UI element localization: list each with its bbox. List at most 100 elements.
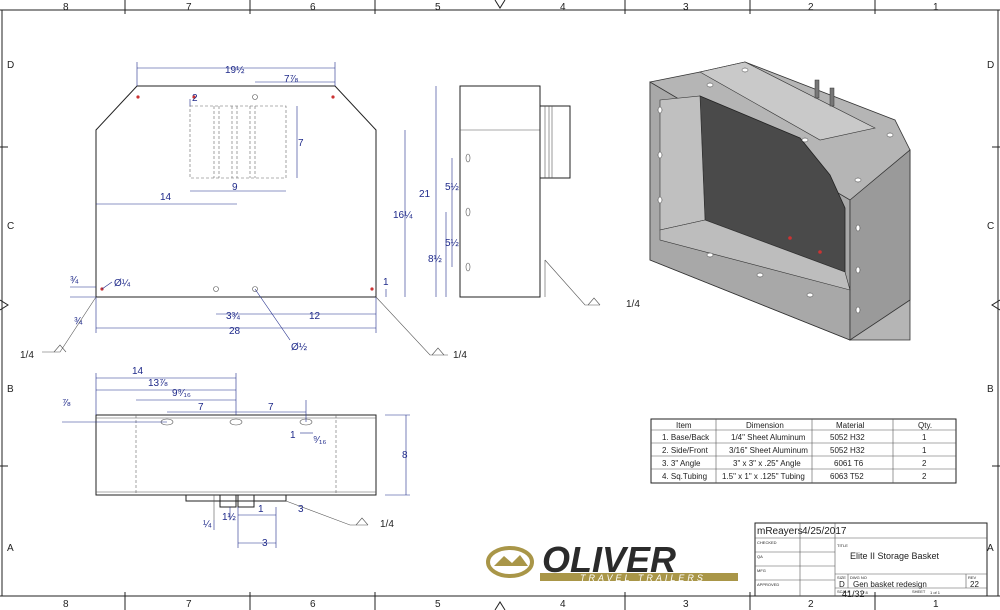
bom-header-item: Item bbox=[676, 421, 692, 430]
weld-callout-right: 1/4 bbox=[453, 350, 467, 361]
zone-col-top-4: 4 bbox=[560, 2, 566, 13]
label-rev: REV bbox=[968, 575, 977, 580]
mount-bracket-hidden bbox=[189, 105, 287, 179]
zone-col-bottom-6: 6 bbox=[310, 599, 316, 610]
weld-callout-side: 1/4 bbox=[626, 299, 640, 310]
side-bracket bbox=[539, 105, 571, 179]
dim-width-inner: 7⅞ bbox=[284, 74, 299, 85]
label-scale: SCALE bbox=[837, 589, 850, 594]
side-view: 5½ 5½ 8½ 1/4 bbox=[428, 85, 640, 310]
dim-bracket-height: 7 bbox=[298, 138, 304, 149]
zone-row-left-c: C bbox=[7, 221, 14, 232]
zone-col-top-8: 8 bbox=[63, 2, 69, 13]
dim-bottom-1b: 1 bbox=[258, 504, 264, 515]
dim-bottom-quarter: ¼ bbox=[203, 518, 212, 530]
bom-cell: 1/4" Sheet Aluminum bbox=[731, 433, 806, 442]
dim-center-14: 14 bbox=[160, 192, 172, 203]
drawing-scale: 1 / 8 bbox=[860, 590, 869, 595]
mount-hole bbox=[252, 94, 258, 100]
dim-hole-offset-12: 12 bbox=[309, 311, 321, 322]
drawing-sheet-no: 1 of 1 bbox=[930, 590, 941, 595]
dim-bottom-78: ⅞ bbox=[62, 398, 71, 409]
bom-cell: 3" x 3" x .25" Angle bbox=[733, 459, 801, 468]
bom-header-material: Material bbox=[836, 421, 865, 430]
zone-row-left-b: B bbox=[7, 384, 14, 395]
zone-row-left-a: A bbox=[7, 543, 14, 554]
bottom-view: 14 13⅞ 9⁹⁄₁₆ ⅞ 7 7 1 ⁹⁄₁₆ 8 ¼ 1½ 1 3 3 1… bbox=[62, 366, 410, 549]
zone-col-top-1: 1 bbox=[933, 2, 939, 13]
bom-cell: 5052 H32 bbox=[830, 433, 865, 442]
bom-cell: 2 bbox=[922, 472, 927, 481]
zone-row-right-d: D bbox=[987, 60, 994, 71]
zone-col-top-5: 5 bbox=[435, 2, 441, 13]
bom-header-qty: Qty. bbox=[918, 421, 932, 430]
dim-bottom-916: ⁹⁄₁₆ bbox=[313, 435, 326, 446]
dim-bracket-width: 9 bbox=[232, 182, 238, 193]
zone-col-bottom-3: 3 bbox=[683, 599, 689, 610]
dim-hole-spacing: 3¾ bbox=[226, 311, 241, 322]
bom-cell: 3/16" Sheet Aluminum bbox=[729, 446, 808, 455]
zone-row-right-b: B bbox=[987, 384, 994, 395]
label-qa: QA bbox=[757, 554, 763, 559]
bom-cell: 1 bbox=[922, 433, 927, 442]
mount-hole bbox=[252, 286, 258, 292]
dim-side-5b: 5½ bbox=[445, 238, 460, 249]
dim-bottom-3b: 3 bbox=[262, 538, 268, 549]
dim-side-5a: 5½ bbox=[445, 182, 460, 193]
oliver-logo: OLIVER TRAVEL TRAILERS bbox=[486, 539, 738, 583]
dim-bottom-112: 1½ bbox=[222, 512, 237, 523]
mount-hole bbox=[136, 95, 140, 99]
drawing-number: Gen basket redesign bbox=[853, 580, 927, 589]
dim-bottom-1: 1 bbox=[290, 430, 296, 441]
bom-cell: 3. 3" Angle bbox=[662, 459, 701, 468]
page-number: 41/32 bbox=[842, 589, 865, 599]
bom-cell: 1. Base/Back bbox=[662, 433, 710, 442]
isometric-view bbox=[649, 61, 911, 341]
bom-cell: 2. Side/Front bbox=[662, 446, 709, 455]
dim-width-28: 28 bbox=[229, 326, 241, 337]
dim-width-top: 19½ bbox=[225, 65, 245, 76]
logo-emblem bbox=[486, 546, 534, 578]
bom-cell: 5052 H32 bbox=[830, 446, 865, 455]
label-checked: CHECKED bbox=[757, 540, 777, 545]
zone-col-top-6: 6 bbox=[310, 2, 316, 13]
weld-callout-left: 1/4 bbox=[20, 350, 34, 361]
bom-cell: 1.5" x 1" x .125" Tubing bbox=[722, 472, 805, 481]
zone-row-right-a: A bbox=[987, 543, 994, 554]
dim-bottom-7b: 7 bbox=[268, 402, 274, 413]
mount-hole bbox=[370, 287, 374, 291]
drawing-title: Elite II Storage Basket bbox=[850, 551, 940, 561]
iso-box-side-face bbox=[849, 149, 911, 341]
label-size: SIZE bbox=[837, 575, 846, 580]
label-sheet: SHEET bbox=[912, 589, 926, 594]
front-view: 19½ 7⅞ 2 7 9 14 21 16¼ 1 ¾ ¾ Ø¼ 3¾ 12 28… bbox=[20, 62, 467, 361]
bom-cell: 6063 T52 bbox=[830, 472, 864, 481]
dim-side-8: 8½ bbox=[428, 254, 443, 265]
drawing-size: D bbox=[839, 580, 845, 589]
zone-col-bottom-1: 1 bbox=[933, 599, 939, 610]
title-block: mReayers 4/25/2017 CHECKED QA MFG APPROV… bbox=[754, 522, 988, 599]
drawn-by: mReayers bbox=[757, 526, 803, 537]
dim-offset-2: 2 bbox=[192, 93, 198, 104]
logo-tagline: TRAVEL TRAILERS bbox=[580, 573, 706, 583]
zone-col-top-2: 2 bbox=[808, 2, 814, 13]
dim-hole-dia: Ø¼ bbox=[114, 277, 131, 289]
mount-hole bbox=[192, 95, 196, 99]
dim-bottom-7a: 7 bbox=[198, 402, 204, 413]
dim-height-16: 16¼ bbox=[393, 209, 413, 221]
label-approved: APPROVED bbox=[757, 582, 779, 587]
weld-callout-bottom: 1/4 bbox=[380, 519, 394, 530]
dim-height-1: 1 bbox=[383, 277, 389, 288]
zone-labels: 8 7 6 5 4 3 2 1 8 7 6 5 4 3 2 1 D C B A … bbox=[7, 2, 994, 610]
dim-bottom-9: 9⁹⁄₁₆ bbox=[172, 388, 191, 399]
bom-cell: 1 bbox=[922, 446, 927, 455]
bom-cell: 4. Sq.Tubing bbox=[662, 472, 707, 481]
dim-edge-34-bottom: ¾ bbox=[74, 316, 83, 327]
zone-row-left-d: D bbox=[7, 60, 14, 71]
drawn-date: 4/25/2017 bbox=[802, 526, 847, 537]
dim-bottom-13: 13⅞ bbox=[148, 378, 168, 389]
zone-col-bottom-5: 5 bbox=[435, 599, 441, 610]
label-dwg-no: DWG NO bbox=[850, 575, 867, 580]
zone-col-top-3: 3 bbox=[683, 2, 689, 13]
